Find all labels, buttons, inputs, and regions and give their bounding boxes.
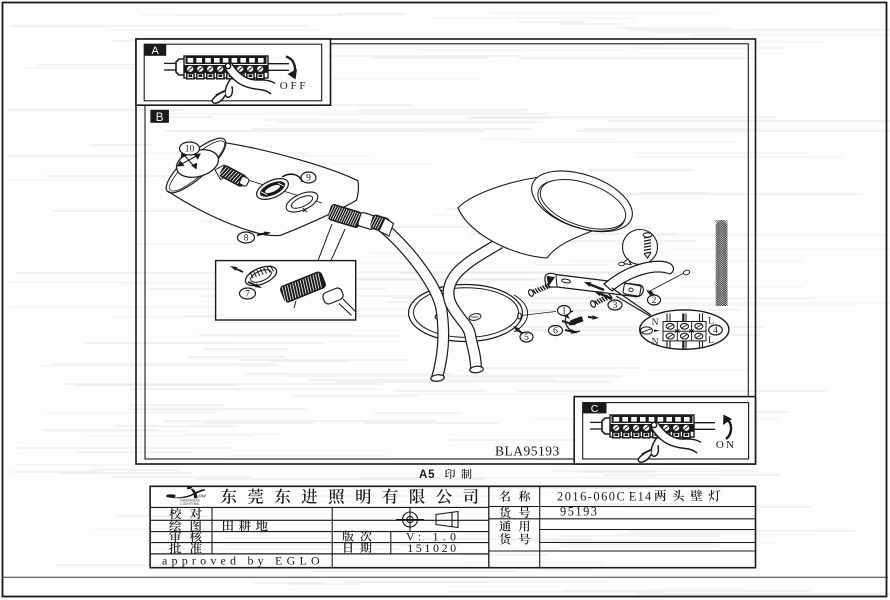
svg-text:SHENGDA: SHENGDA: [180, 498, 200, 502]
svg-text:approved by EGLO: approved by EGLO: [162, 554, 324, 568]
svg-text:E14: E14: [629, 489, 653, 503]
svg-text:OFF: OFF: [280, 80, 309, 92]
svg-text:10: 10: [185, 145, 195, 155]
svg-text:L: L: [708, 336, 714, 346]
svg-text:N: N: [652, 318, 659, 328]
svg-text:151020: 151020: [407, 541, 459, 555]
svg-text:C: C: [591, 403, 599, 415]
svg-text:95193: 95193: [560, 505, 598, 519]
svg-text:2: 2: [652, 296, 657, 306]
svg-text:L: L: [708, 317, 714, 327]
svg-text:1: 1: [562, 307, 567, 317]
svg-text:A5: A5: [419, 469, 435, 481]
svg-text:B: B: [156, 112, 164, 124]
svg-text:9: 9: [306, 174, 311, 184]
svg-text:2016-060C: 2016-060C: [557, 489, 626, 503]
svg-text:BLA95193: BLA95193: [495, 444, 560, 459]
svg-text:A: A: [152, 45, 160, 57]
svg-text:4: 4: [713, 326, 718, 336]
svg-text:7: 7: [245, 290, 250, 300]
svg-text:LIGHTING: LIGHTING: [180, 502, 199, 506]
svg-text:5: 5: [524, 333, 529, 343]
svg-text:ow: ow: [199, 492, 207, 499]
svg-text:V: 1.0: V: 1.0: [406, 530, 460, 544]
svg-text:N: N: [652, 338, 659, 348]
svg-text:6: 6: [553, 327, 558, 337]
svg-text:8: 8: [244, 234, 249, 244]
svg-text:3: 3: [613, 301, 618, 311]
svg-text:ON: ON: [716, 439, 736, 451]
